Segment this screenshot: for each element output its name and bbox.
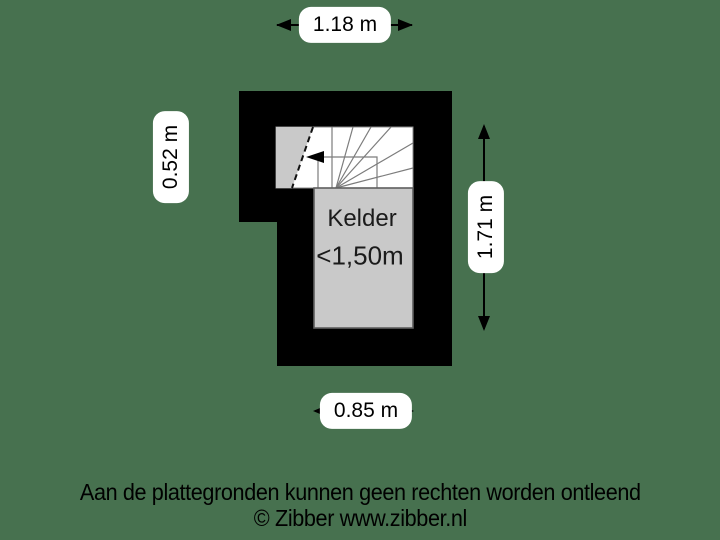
walk-direction-arrow-icon: [306, 151, 324, 163]
stair-treads: [317, 126, 414, 189]
stair-dashed-line: [291, 126, 314, 189]
dim-top-label: 1.18 m: [301, 9, 389, 41]
dim-right-label: 1.71 m: [470, 183, 502, 271]
dim-bottom-label: 0.85 m: [322, 395, 410, 427]
room-name-label: Kelder: [327, 205, 397, 232]
stairs-landing-wedge: [276, 127, 313, 188]
room-height-label: <1,50m: [316, 240, 404, 271]
footer-disclaimer: Aan de plattegronden kunnen geen rechten…: [79, 479, 641, 505]
footer: Aan de plattegronden kunnen geen rechten…: [0, 479, 720, 531]
kelder-floor: [313, 187, 414, 329]
dim-left-label: 0.52 m: [155, 113, 187, 201]
footer-copyright: © Zibber www.zibber.nl: [253, 505, 467, 531]
